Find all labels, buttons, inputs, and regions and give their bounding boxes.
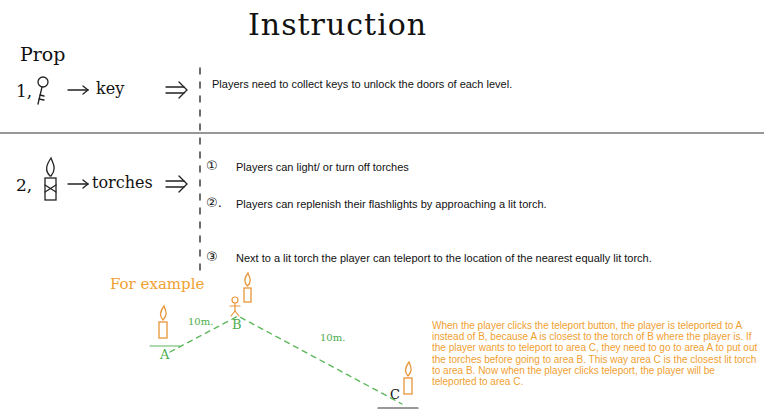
torch-b	[244, 273, 251, 302]
page-title: Instruction	[248, 8, 427, 43]
player-figure	[230, 297, 240, 316]
key-icon	[38, 77, 48, 104]
item-number: 1,	[16, 82, 32, 102]
torch-c	[404, 362, 412, 394]
divider-line	[0, 132, 764, 133]
point-label: C	[390, 388, 400, 403]
ground-c	[378, 407, 418, 408]
example-note: When the player clicks the teleport butt…	[432, 320, 758, 387]
distance-label: 10m.	[188, 316, 213, 328]
ground-a	[150, 345, 180, 346]
step-number: ②.	[206, 196, 222, 211]
example-heading: For example	[110, 276, 204, 293]
step-number: ①	[206, 159, 218, 174]
point-label: B	[232, 318, 242, 333]
rule-text: Players can light/ or turn off torches	[236, 161, 409, 174]
dashed-divider	[199, 68, 200, 278]
section-heading: Prop	[20, 44, 65, 66]
arrow-symbol	[68, 86, 88, 94]
prop-name: key	[96, 80, 124, 98]
distance-label: 10m.	[320, 332, 345, 344]
prop-name: torches	[92, 174, 153, 192]
arrow-symbol	[68, 180, 88, 188]
rule-text: Players can replenish their flashlights …	[236, 198, 547, 211]
rule-text: Next to a lit torch the player can telep…	[236, 252, 652, 265]
item-number: 2,	[16, 176, 32, 196]
double-arrow-symbol	[166, 176, 187, 192]
torch-a	[159, 306, 167, 338]
torch-icon	[45, 158, 56, 200]
teleport-example	[150, 273, 418, 408]
step-number: ③	[206, 250, 218, 265]
double-arrow-symbol	[166, 82, 187, 98]
rule-text: Players need to collect keys to unlock t…	[212, 78, 512, 91]
path-line	[170, 316, 402, 404]
point-label: A	[160, 348, 169, 363]
